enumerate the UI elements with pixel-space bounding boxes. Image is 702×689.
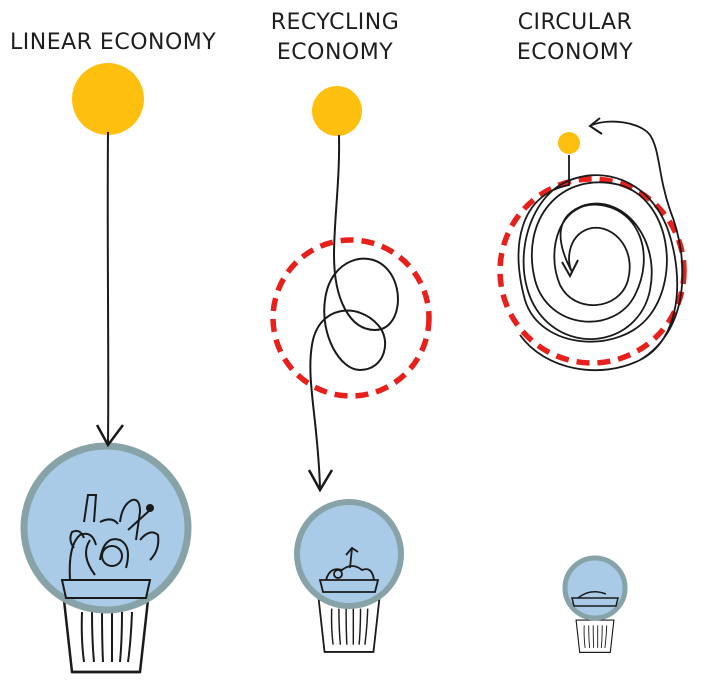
arrow-head bbox=[307, 469, 334, 493]
arrow-head bbox=[588, 117, 603, 135]
garbage-pile-icon bbox=[60, 494, 160, 599]
title-line: RECYCLING bbox=[270, 10, 400, 35]
arrow-head bbox=[95, 424, 124, 448]
flow-arrow bbox=[309, 134, 399, 489]
flow-arrow bbox=[517, 120, 684, 372]
linear-column bbox=[20, 63, 192, 674]
flow-arrow bbox=[106, 131, 110, 444]
waste-bubble bbox=[562, 555, 628, 621]
resource-dot bbox=[312, 86, 362, 136]
recycling-economy-title: RECYCLING ECONOMY bbox=[260, 8, 410, 68]
linear-economy-title: LINEAR ECONOMY bbox=[10, 28, 217, 58]
garbage-pile-icon bbox=[318, 546, 380, 593]
recycling-column bbox=[270, 86, 432, 653]
arrow-head bbox=[561, 259, 579, 279]
resource-dot bbox=[558, 132, 580, 154]
title-line: ECONOMY bbox=[516, 40, 634, 65]
title-line: CIRCULAR bbox=[517, 10, 633, 35]
loop-circle bbox=[270, 237, 432, 399]
title-line: ECONOMY bbox=[276, 40, 394, 65]
garbage-pile-icon bbox=[571, 591, 619, 607]
circular-economy-title: CIRCULAR ECONOMY bbox=[510, 8, 640, 68]
title-line: LINEAR ECONOMY bbox=[10, 30, 217, 55]
loop-circle bbox=[497, 176, 687, 366]
resource-dot bbox=[72, 63, 144, 135]
trash-bin-icon bbox=[575, 619, 615, 653]
waste-bubble bbox=[20, 442, 192, 614]
circular-column bbox=[497, 117, 687, 653]
